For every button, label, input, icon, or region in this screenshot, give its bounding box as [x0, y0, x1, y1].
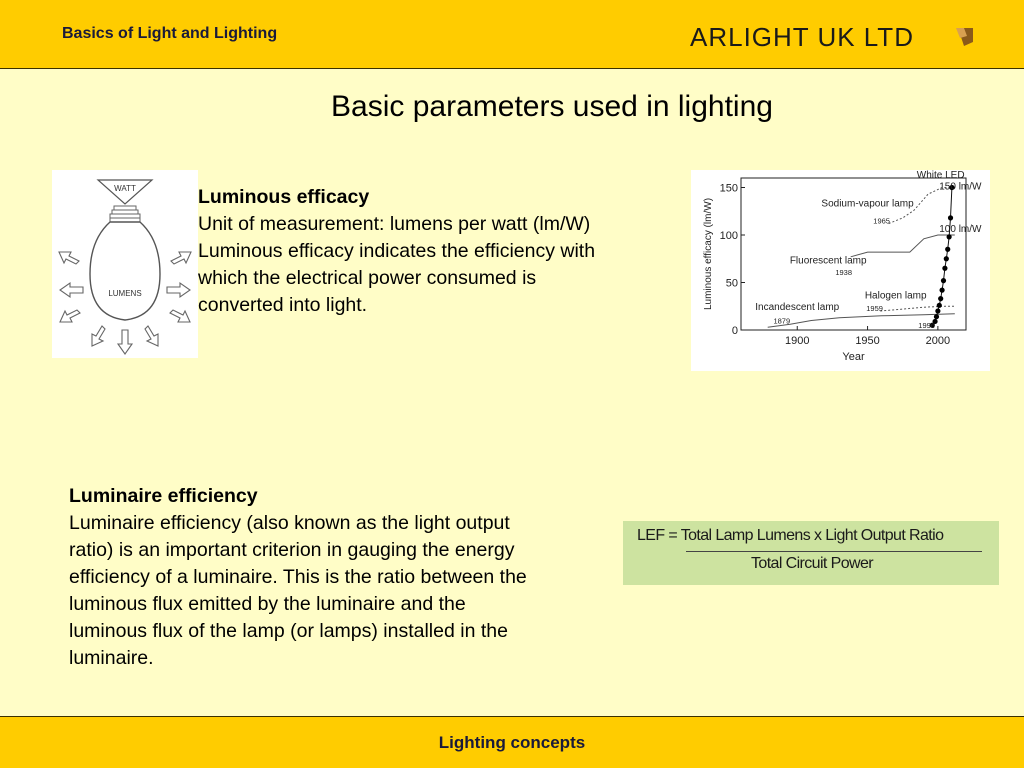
- luminaire-efficiency-heading: Luminaire efficiency: [69, 485, 258, 507]
- chart-annotation: 1996: [918, 321, 935, 330]
- chart-annotation: Halogen lamp: [865, 291, 927, 302]
- series-halogen-lamp-line: [880, 305, 955, 312]
- luminous-efficacy-block: Luminous efficacy Unit of measurement: l…: [198, 184, 678, 319]
- series-white-led-point: [947, 215, 954, 221]
- arrow-ddr-icon: [144, 325, 159, 347]
- chart-annotation: 1879: [773, 316, 790, 325]
- arrow-upleft-icon: [58, 251, 80, 265]
- arrow-down-icon: [116, 329, 134, 355]
- chart-annotation: 1959: [866, 304, 883, 313]
- bulb-illustration: WATT LUMENS: [52, 170, 198, 358]
- series-white-led-point: [946, 234, 952, 240]
- luminaire-efficiency-line: luminaire.: [69, 647, 154, 669]
- formula-divider: [686, 551, 982, 552]
- series-white-led-point: [945, 246, 951, 252]
- arrow-upright-icon: [170, 251, 192, 265]
- series-white-led-point: [943, 256, 949, 262]
- logo-mark-highlight-icon: [956, 28, 967, 38]
- chart-annotation: 1965: [873, 217, 890, 226]
- series-white-led-point: [935, 308, 941, 314]
- chart-annotation: White LED: [917, 170, 965, 181]
- y-tick-label: 150: [720, 183, 738, 195]
- arrow-ddl-icon: [91, 325, 106, 347]
- luminaire-efficiency-line: efficiency of a luminaire. This is the r…: [69, 566, 527, 588]
- luminous-efficacy-line: which the electrical power consumed is: [198, 267, 537, 289]
- logo-text: ARLIGHT UK LTD: [690, 22, 914, 50]
- luminous-efficacy-heading: Luminous efficacy: [198, 186, 370, 208]
- chart-annotation: Sodium-vapour lamp: [821, 199, 914, 210]
- formula-denominator: Total Circuit Power: [751, 555, 874, 572]
- series-sodium-vapour-lamp-line: [888, 187, 955, 225]
- slide-title: Basic parameters used in lighting: [331, 90, 773, 123]
- luminaire-efficiency-line: luminous flux of the lamp (or lamps) ins…: [69, 620, 508, 642]
- luminous-efficacy-line: Luminous efficacy indicates the efficien…: [198, 240, 596, 262]
- y-axis-label: Luminous efficacy (lm/W): [703, 198, 714, 310]
- luminaire-efficiency-line: luminous flux emitted by the luminaire a…: [69, 593, 466, 615]
- x-tick-label: 1950: [855, 335, 879, 347]
- series-white-led-point: [929, 322, 935, 328]
- series-fluorescent-lamp-line: [850, 234, 955, 258]
- series-white-led-point: [932, 318, 938, 325]
- arrow-downright-icon: [169, 309, 191, 323]
- bulb-lumens-label: LUMENS: [108, 289, 141, 298]
- plot-frame: [740, 177, 967, 331]
- x-tick-label: 2000: [926, 335, 950, 347]
- y-tick-label: 0: [732, 325, 738, 337]
- luminous-efficacy-line: converted into light.: [198, 294, 368, 316]
- x-tick-label: 1900: [785, 335, 809, 347]
- chart-annotation: 150 lm/W: [939, 181, 982, 192]
- footer-text: Lighting concepts: [438, 733, 586, 752]
- luminaire-efficiency-line: ratio) is an important criterion in gaug…: [69, 539, 515, 561]
- luminaire-efficiency-block: Luminaire efficiency Luminaire efficienc…: [69, 483, 629, 672]
- series-white-led-point: [938, 296, 944, 302]
- formula-numerator: LEF = Total Lamp Lumens x Light Output R…: [637, 527, 944, 544]
- luminous-efficacy-line: Unit of measurement: lumens per watt (lm…: [198, 213, 591, 235]
- chart-annotation: 100 lm/W: [939, 224, 982, 235]
- chart-annotation: 1938: [835, 268, 852, 277]
- series-white-led-point: [942, 265, 948, 271]
- arrow-downleft-icon: [59, 309, 81, 323]
- chart-annotation: Fluorescent lamp: [790, 256, 867, 267]
- lef-formula: LEF = Total Lamp Lumens x Light Output R…: [623, 521, 999, 585]
- luminaire-efficiency-line: Luminaire efficiency (also known as the …: [69, 512, 510, 534]
- series-white-led-point: [949, 184, 955, 191]
- series-white-led-point: [933, 314, 940, 320]
- y-tick-label: 50: [726, 278, 738, 290]
- header-bar: Basics of Light and Lighting ARLIGHT UK …: [0, 0, 1024, 69]
- footer-bar: Lighting concepts: [0, 716, 1024, 768]
- chart-annotation: Incandescent lamp: [755, 302, 839, 313]
- series-white-led-point: [936, 302, 942, 308]
- header-title: Basics of Light and Lighting: [62, 25, 278, 42]
- y-tick-label: 100: [720, 230, 738, 242]
- arlight-logo: ARLIGHT UK LTD: [690, 22, 973, 50]
- lightbulb-icon: WATT LUMENS: [58, 179, 192, 355]
- x-axis-label: Year: [842, 351, 865, 363]
- series-white-led-point: [940, 278, 947, 284]
- bulb-watt-label: WATT: [114, 184, 136, 193]
- arrow-right-icon: [166, 281, 191, 299]
- arrow-left-icon: [59, 281, 84, 299]
- series-incandescent-lamp-line: [767, 313, 955, 328]
- series-white-led-point: [939, 287, 945, 293]
